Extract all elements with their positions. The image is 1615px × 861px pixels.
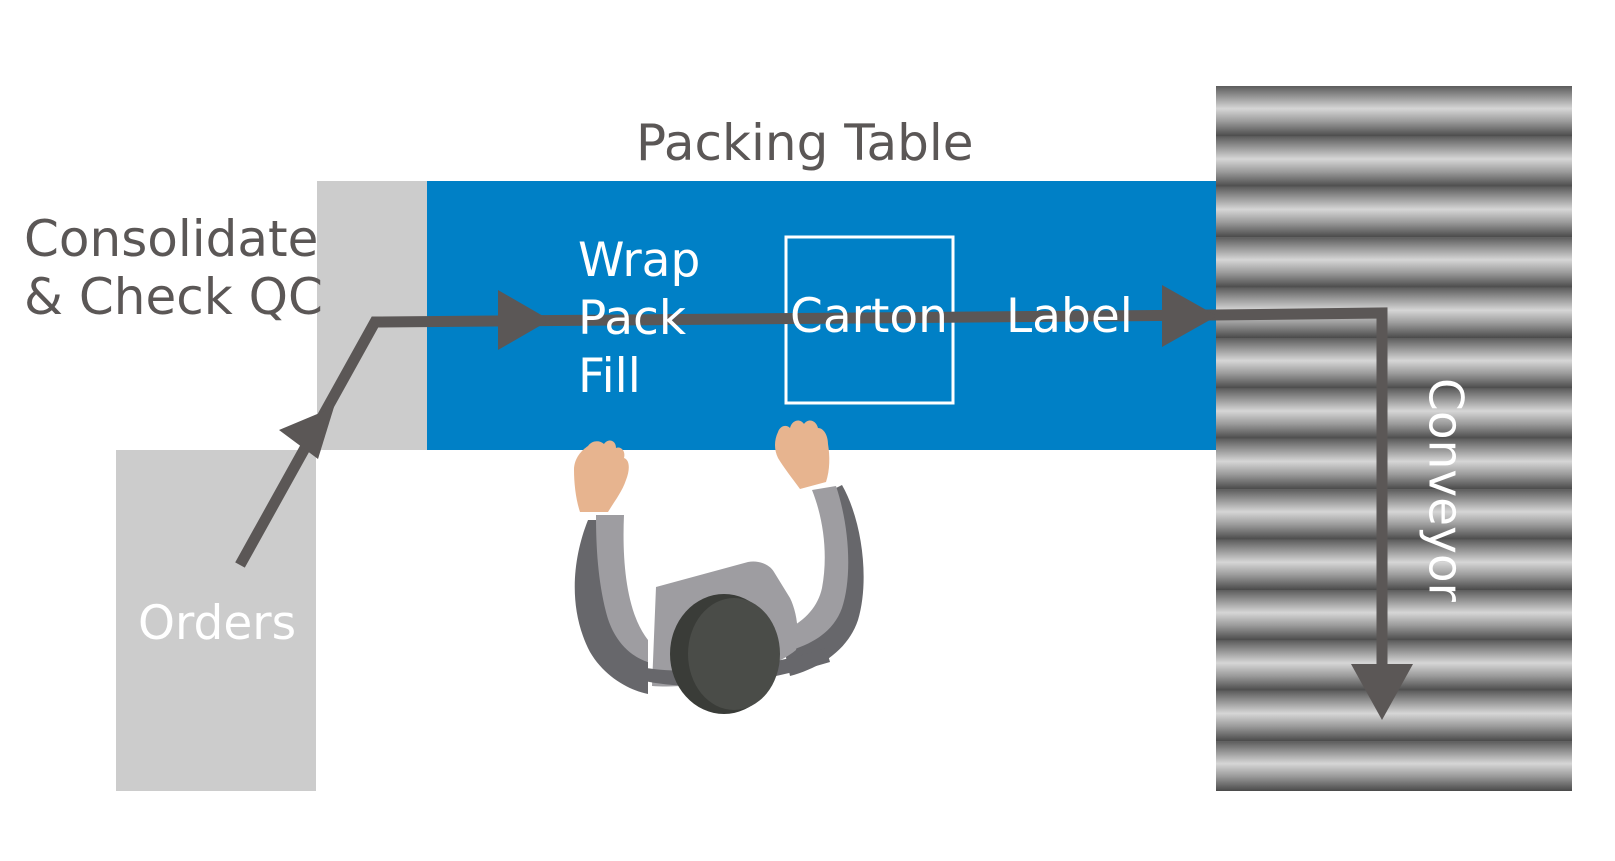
right-hand: [775, 420, 830, 489]
conveyor-roller: [1216, 388, 1572, 439]
arrowhead-diagonal: [279, 407, 334, 459]
label-step-label: Label: [1006, 289, 1133, 344]
conveyor-roller: [1216, 489, 1572, 540]
conveyor-label: Conveyor: [1417, 378, 1473, 602]
conveyor-roller: [1216, 590, 1572, 641]
conveyor-roller: [1216, 539, 1572, 590]
wrap-pack-fill-label: Wrap Pack Fill: [578, 233, 701, 404]
conveyor-roller: [1216, 741, 1572, 791]
carton-label: Carton: [790, 289, 948, 344]
conveyor-rollers: [1216, 86, 1572, 791]
conveyor-roller: [1216, 86, 1572, 137]
flow-arrow: [235, 285, 1413, 720]
arrowhead-down: [1351, 664, 1413, 720]
orders-area: [116, 450, 316, 791]
left-hand: [574, 440, 629, 512]
orders-label: Orders: [138, 596, 297, 651]
conveyor-roller: [1216, 186, 1572, 238]
consolidate-area: [317, 181, 427, 450]
conveyor-roller: [1216, 690, 1572, 742]
conveyor-roller: [1216, 438, 1572, 490]
arrowhead-conveyor: [1162, 285, 1217, 347]
conveyor-roller: [1216, 237, 1572, 288]
arrowhead-table: [498, 290, 550, 350]
consolidate-check-qc-label: Consolidate & Check QC: [24, 210, 323, 326]
conveyor-roller: [1216, 136, 1572, 187]
packing-table-title: Packing Table: [636, 114, 974, 172]
conveyor-roller: [1216, 338, 1572, 389]
conveyor-icon: [1216, 86, 1572, 791]
person-top-view-icon: [574, 420, 864, 714]
